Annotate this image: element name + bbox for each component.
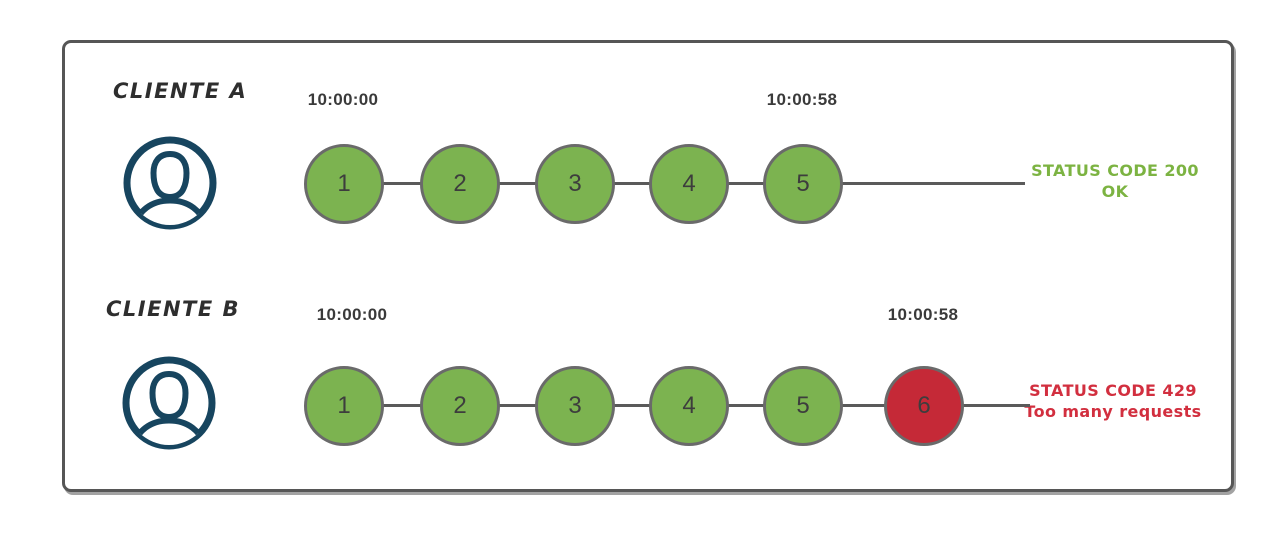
status-message-line: Too many requests bbox=[1024, 402, 1202, 421]
client-a-label: CLIENTE A bbox=[113, 79, 248, 103]
request-number: 4 bbox=[682, 392, 696, 419]
client-a-start-time: 10:00:00 bbox=[307, 90, 379, 109]
rate-limit-diagram-frame: CLIENTE A 10:00:00 10:00:58 1 2 3 4 5 bbox=[62, 40, 1234, 492]
request-number: 4 bbox=[682, 170, 696, 197]
request-node: 1 bbox=[304, 366, 384, 446]
request-node: 3 bbox=[535, 144, 615, 224]
client-b-label: CLIENTE B bbox=[106, 297, 241, 321]
user-icon bbox=[119, 353, 219, 453]
request-node: 2 bbox=[420, 144, 500, 224]
status-message-line: OK bbox=[1101, 182, 1129, 201]
request-number: 5 bbox=[796, 392, 810, 419]
request-node: 3 bbox=[535, 366, 615, 446]
request-number: 1 bbox=[337, 392, 351, 419]
request-number: 3 bbox=[568, 170, 582, 197]
request-number: 1 bbox=[337, 170, 351, 197]
client-b-start-time: 10:00:00 bbox=[316, 305, 388, 324]
client-b-status: STATUS CODE 429 Too many requests bbox=[1018, 380, 1208, 422]
request-number: 3 bbox=[568, 392, 582, 419]
request-node: 4 bbox=[649, 144, 729, 224]
request-number: 2 bbox=[453, 170, 467, 197]
request-number: 6 bbox=[917, 392, 931, 419]
client-a-status: STATUS CODE 200 OK bbox=[1020, 160, 1210, 202]
client-a-end-time: 10:00:58 bbox=[766, 90, 838, 109]
status-code-line: STATUS CODE 429 bbox=[1029, 381, 1197, 400]
request-number: 5 bbox=[796, 170, 810, 197]
request-number: 2 bbox=[453, 392, 467, 419]
request-node: 4 bbox=[649, 366, 729, 446]
request-node: 1 bbox=[304, 144, 384, 224]
request-node: 5 bbox=[763, 366, 843, 446]
request-node: 5 bbox=[763, 144, 843, 224]
client-b-end-time: 10:00:58 bbox=[887, 305, 959, 324]
user-icon bbox=[120, 133, 220, 233]
request-node-blocked: 6 bbox=[884, 366, 964, 446]
request-node: 2 bbox=[420, 366, 500, 446]
status-code-line: STATUS CODE 200 bbox=[1031, 161, 1199, 180]
